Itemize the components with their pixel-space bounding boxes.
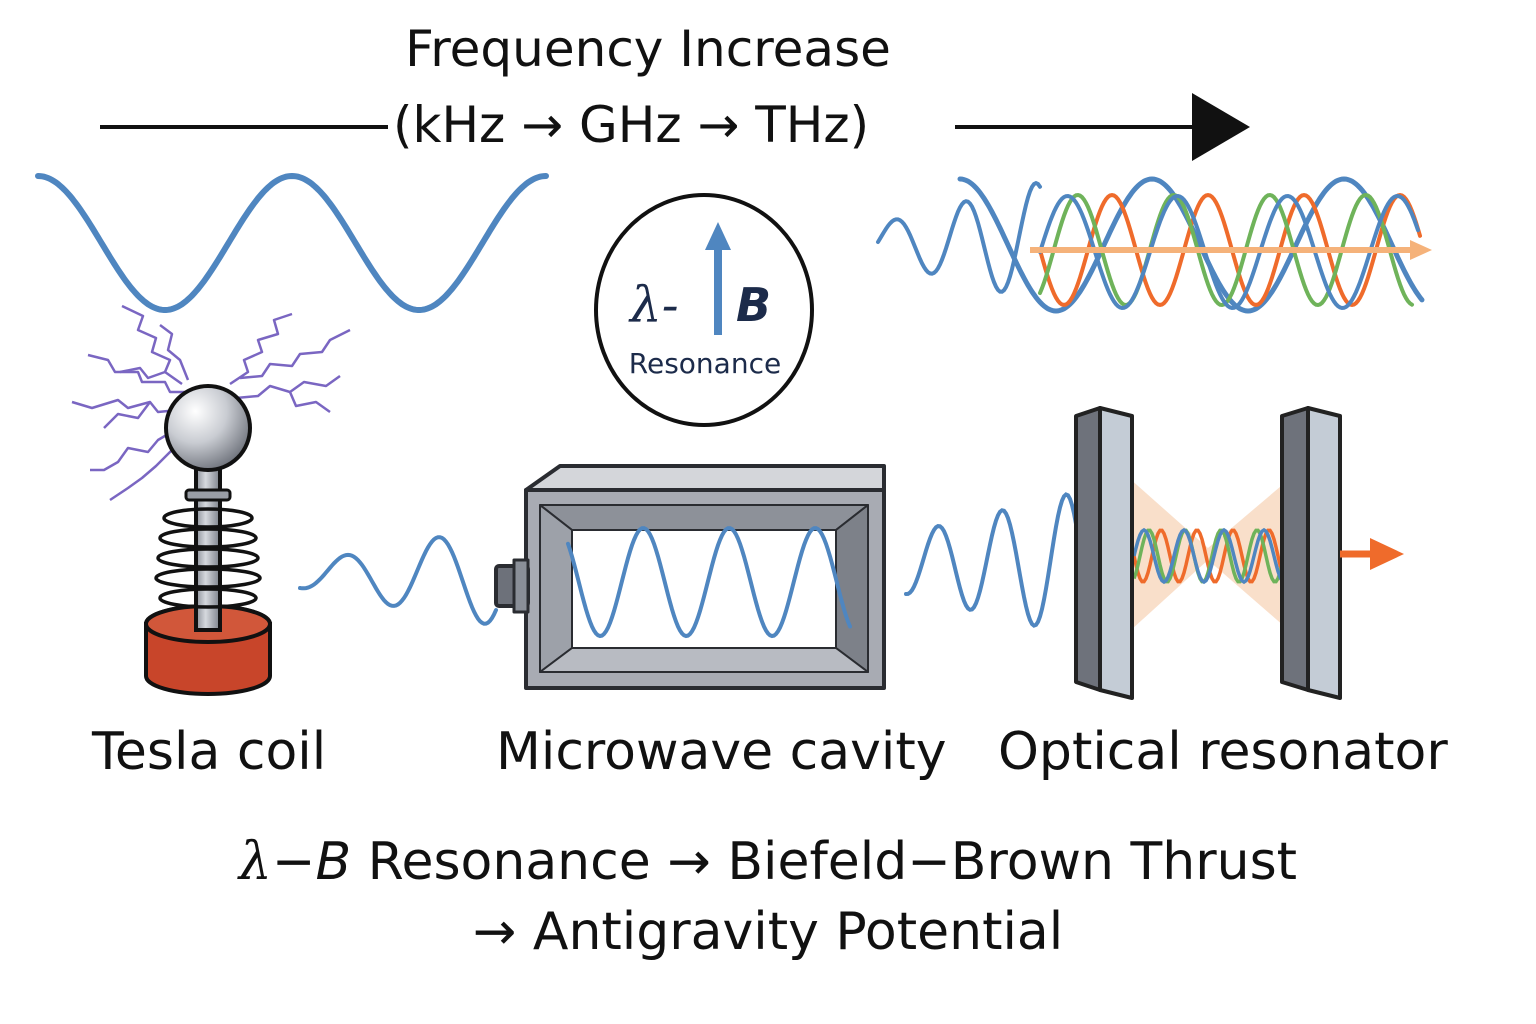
optical-resonator-icon [1074, 406, 1404, 700]
cavity-standing-wave [566, 526, 852, 639]
label-microwave-cavity: Microwave cavity [496, 722, 947, 782]
beam-direction-arrow [1030, 240, 1432, 260]
badge-lambda-symbol: λ- [630, 276, 679, 334]
badge-b-symbol: B [736, 278, 772, 332]
frequency-arrow [100, 93, 1250, 161]
footer-line1-text: Resonance → Biefeld−Brown Thrust [351, 832, 1298, 892]
footer-lambda: λ [238, 832, 272, 892]
spark-icon [71, 304, 351, 502]
footer-dash: − [271, 832, 316, 892]
footer-line-2: → Antigravity Potential [472, 902, 1064, 962]
high-frequency-waves [876, 176, 1432, 314]
thrust-arrow-icon [1340, 538, 1404, 570]
resonance-badge [594, 193, 814, 427]
b-field-arrow-icon [705, 222, 731, 250]
title-frequency-range: (kHz → GHz → THz) [393, 96, 870, 154]
light-beam [1120, 470, 1300, 640]
title-frequency-increase: Frequency Increase [405, 20, 891, 78]
low-frequency-wave [35, 172, 549, 313]
label-optical-resonator: Optical resonator [998, 722, 1448, 782]
badge-resonance-label: Resonance [628, 347, 782, 380]
footer-line-1: λ−B Resonance → Biefeld−Brown Thrust [0, 836, 1536, 888]
label-tesla-coil: Tesla coil [92, 722, 327, 782]
wave-to-cavity [298, 535, 498, 626]
microwave-cavity-icon [494, 464, 886, 690]
footer-b: B [315, 832, 352, 892]
tesla-coil-icon [144, 384, 272, 696]
wave-to-resonator [904, 492, 1078, 628]
